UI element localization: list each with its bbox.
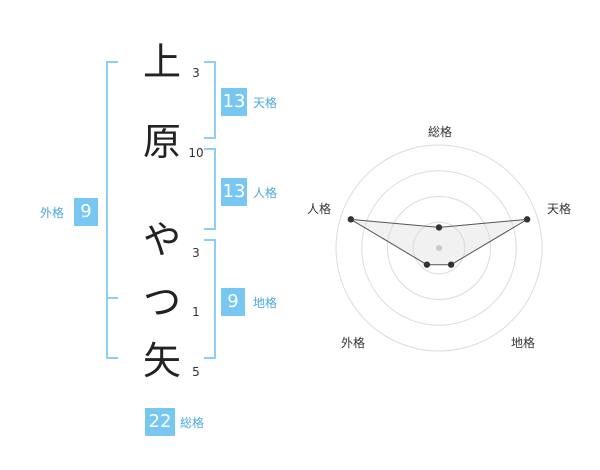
radar-ring-2 — [387, 196, 491, 300]
tenkaku-bracket — [204, 61, 216, 139]
radar-label-chikaku: 地格 — [511, 336, 536, 350]
stroke-count-5: 5 — [192, 365, 200, 379]
chikaku-value: 9 — [221, 288, 245, 316]
gaikaku-value: 9 — [74, 198, 98, 226]
soukaku-value: 22 — [145, 408, 175, 436]
tenkaku-value: 13 — [221, 88, 247, 116]
radar-ring-1 — [412, 221, 466, 275]
radar-point-1 — [435, 224, 443, 231]
jinkaku-value: 13 — [221, 178, 247, 206]
radar-point-3 — [447, 261, 455, 268]
name-char-3: や — [142, 218, 181, 262]
radar-point-5 — [347, 216, 355, 223]
chikaku-bracket — [204, 239, 216, 359]
stroke-count-3: 3 — [192, 246, 200, 260]
radar-point-4 — [423, 261, 431, 268]
radar-ring-3 — [361, 170, 517, 326]
radar-point-2 — [523, 216, 531, 223]
stroke-count-1: 3 — [192, 66, 200, 80]
name-char-4: つ — [142, 280, 181, 324]
name-char-2: 原 — [142, 120, 181, 164]
chikaku-label: 地格 — [253, 296, 278, 310]
radar-label-jinkaku: 人格 — [307, 202, 332, 216]
radar-center-dot — [436, 245, 442, 251]
gaikaku-label: 外格 — [40, 206, 65, 220]
name-char-5: 矢 — [142, 339, 181, 383]
gaikaku-bracket — [106, 61, 118, 359]
stroke-count-2: 10 — [188, 146, 204, 160]
radar-ring-4 — [335, 144, 543, 352]
jinkaku-bracket — [204, 148, 216, 230]
radar-label-tenkaku: 天格 — [547, 202, 572, 216]
gaikaku-bracket-stub — [106, 297, 118, 299]
jinkaku-label: 人格 — [253, 186, 278, 200]
radar-polygon — [350, 218, 528, 266]
soukaku-label: 総格 — [180, 416, 205, 430]
name-char-1: 上 — [142, 40, 181, 84]
stroke-count-4: 1 — [192, 305, 200, 319]
radar-label-soukaku: 総格 — [428, 125, 453, 139]
tenkaku-label: 天格 — [253, 96, 278, 110]
radar-label-gaikaku: 外格 — [341, 336, 366, 350]
